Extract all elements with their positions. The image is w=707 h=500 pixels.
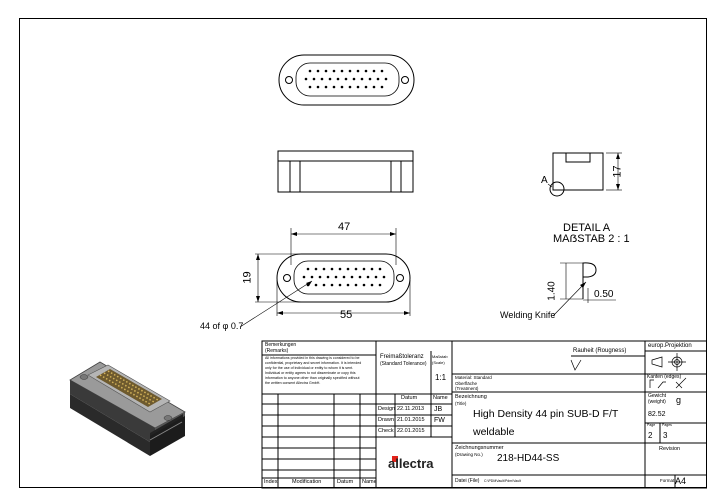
confidential-notice: All informations provided in this drawin… xyxy=(265,356,362,385)
detail-source-view xyxy=(547,152,622,197)
weight-label-en: (weight) xyxy=(648,399,666,405)
hole-note: 44 of φ 0.7 xyxy=(200,321,244,331)
remarks-label-en: (Remarks) xyxy=(265,348,289,354)
pages-label: Pages xyxy=(662,423,672,427)
name-bottom-column-header: Name xyxy=(362,479,377,485)
scale-label-en: (Scale) xyxy=(432,360,445,365)
dimension-arrows xyxy=(256,153,620,315)
dim-47: 47 xyxy=(338,221,351,233)
title-block-frame xyxy=(261,340,707,489)
datum-column-header: Datum xyxy=(337,479,354,485)
dim-1-40: 1.40 xyxy=(546,281,558,301)
dim-19: 19 xyxy=(241,271,254,284)
modification-column-header: Modification xyxy=(292,479,322,485)
pages-value: 3 xyxy=(663,431,668,440)
surface-label: Oberfläche xyxy=(455,381,478,386)
design-row-name: JB xyxy=(434,406,443,413)
designation-label: Bezeichnung xyxy=(455,394,487,400)
drawn-row-label: Drawn xyxy=(378,417,394,423)
page-label: Page xyxy=(647,423,656,427)
drawing-no-label: Zeichnungsnummer xyxy=(455,445,504,451)
company-logo-text: allectra xyxy=(388,456,434,471)
detail-a-weld xyxy=(552,262,616,317)
pin-dots-bottom xyxy=(302,267,386,287)
date-column-header: Datum xyxy=(401,395,418,401)
name-column-header: Name xyxy=(433,395,448,401)
tolerance-label-en: (Standard Tolerance) xyxy=(380,361,427,367)
file-label: Datei (File) xyxy=(455,478,480,484)
remarks-label: Bemerkungen xyxy=(265,342,297,348)
detail-title: DETAIL A xyxy=(563,222,611,234)
dim-0-50: 0.50 xyxy=(594,289,614,300)
design-row-date: 22.11.2013 xyxy=(397,406,425,412)
designation-label-en: (Title) xyxy=(455,401,467,406)
weight-label: Gewicht xyxy=(648,393,667,399)
drawing-no-label-en: (Drawing No.) xyxy=(455,452,483,457)
file-path: C:\PDMVault\Pdm\Vault xyxy=(484,479,521,483)
connector-3d-view xyxy=(69,361,186,456)
weight-value: 82.52 xyxy=(648,411,666,418)
connector-front-view xyxy=(278,54,415,106)
page-value: 2 xyxy=(648,431,653,440)
pin-dots-top xyxy=(304,69,388,89)
material-label: Material: Standard xyxy=(455,375,492,380)
edge-symbol xyxy=(649,377,687,389)
weight-unit: g xyxy=(676,395,682,405)
projection-symbol xyxy=(651,353,686,371)
drawing-title-line-1: High Density 44 pin SUB-D F/T xyxy=(473,408,619,420)
check-row-date: 22.01.2015 xyxy=(397,428,425,434)
roughness-label: Rauheit (Rougness) xyxy=(573,348,627,354)
detail-scale: MAẞSTAB 2 : 1 xyxy=(553,233,630,245)
format-value: A4 xyxy=(675,476,687,486)
surface-label-en: (Treatment) xyxy=(455,386,479,391)
projection-label: europ.Projektion xyxy=(648,343,692,349)
index-column-header: Index xyxy=(264,479,278,485)
drawing-title-line-2: weldable xyxy=(473,426,515,438)
detail-marker: A xyxy=(541,175,548,186)
edges-label: Kanten (edges) xyxy=(647,374,682,380)
drawing-number: 218-HD44-SS xyxy=(497,453,560,464)
dim-55: 55 xyxy=(340,309,353,321)
design-row-label: Design xyxy=(378,406,396,412)
scale-value: 1:1 xyxy=(435,373,447,382)
scale-label: Maßstab xyxy=(432,354,448,359)
dim-17: 17 xyxy=(611,165,624,178)
drawn-row-name: FW xyxy=(434,417,445,424)
tolerance-label: Freimaßtoleranz xyxy=(380,354,424,360)
dimensioned-front-view xyxy=(239,228,411,328)
check-row-label: Check xyxy=(378,428,394,434)
drawn-row-date: 21.01.2015 xyxy=(397,417,425,423)
allectra-logo xyxy=(392,456,398,462)
connector-side-view xyxy=(277,150,414,193)
revision-label: Revision xyxy=(659,446,681,452)
format-label: Format xyxy=(660,478,675,483)
welding-knife-label: Welding Knife xyxy=(500,310,556,320)
